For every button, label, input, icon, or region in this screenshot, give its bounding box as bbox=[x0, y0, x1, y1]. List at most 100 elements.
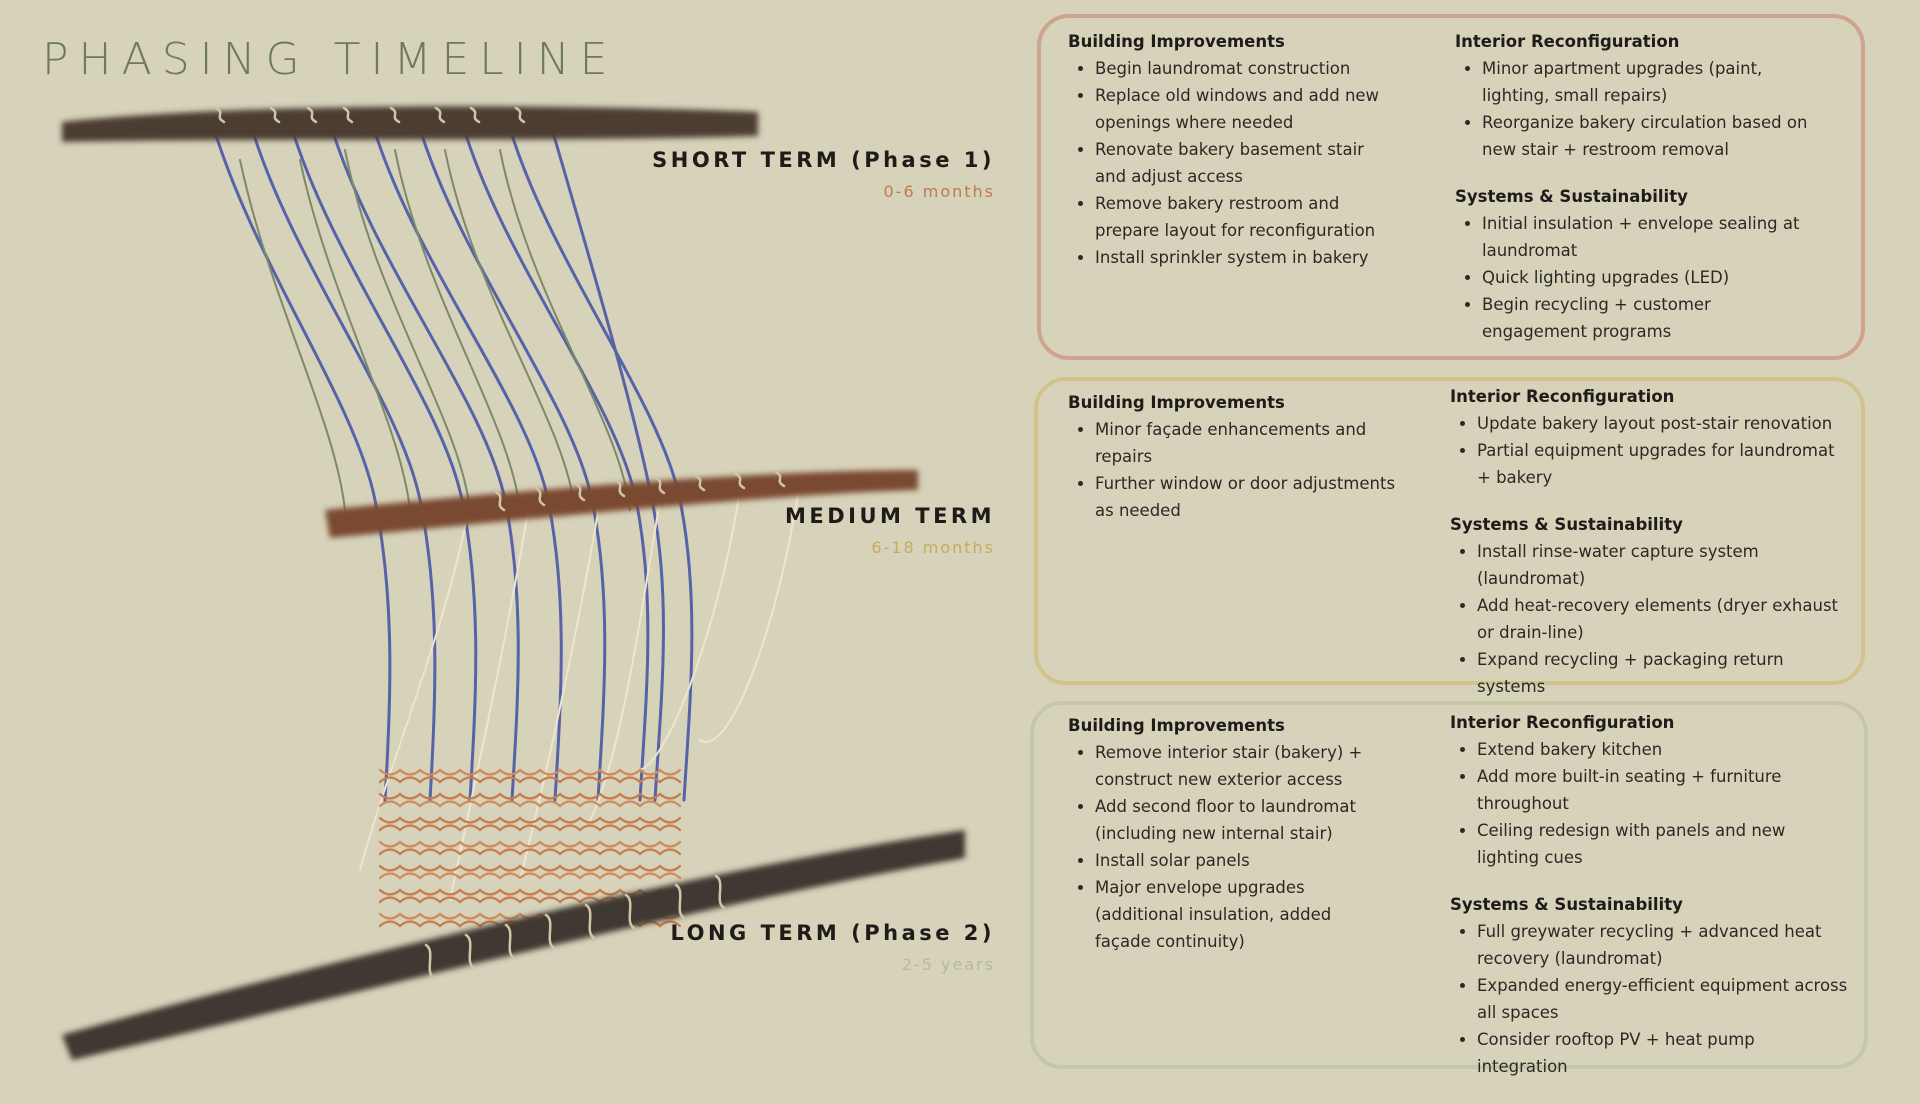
list-item: Install solar panels bbox=[1095, 847, 1388, 874]
thread-wrap bbox=[614, 478, 626, 498]
interior-systems-column: Interior Reconfiguration Minor apartment… bbox=[1455, 32, 1815, 369]
thread-wrap bbox=[694, 474, 706, 492]
list-item: Minor façade enhancements and repairs bbox=[1095, 416, 1398, 470]
list-item: Add more built-in seating + furniture th… bbox=[1477, 763, 1850, 817]
building-improvements-heading: Building Improvements bbox=[1068, 716, 1285, 735]
thread-wrap bbox=[584, 903, 596, 940]
weft-row bbox=[378, 792, 682, 800]
interior-reconfiguration-heading: Interior Reconfiguration bbox=[1450, 713, 1675, 732]
interior-reconfiguration-list: Update bakery layout post-stair renovati… bbox=[1450, 410, 1850, 491]
list-item: Consider rooftop PV + heat pump integrat… bbox=[1477, 1026, 1850, 1080]
warp-thread-blue bbox=[210, 120, 392, 802]
middle-dowel bbox=[325, 470, 918, 538]
list-item: Install rinse-water capture system (laun… bbox=[1477, 538, 1850, 592]
weft-row bbox=[378, 864, 682, 872]
warp-thread-green bbox=[444, 149, 576, 511]
list-item: Partial equipment upgrades for laundroma… bbox=[1477, 437, 1850, 491]
list-item: Initial insulation + envelope sealing at… bbox=[1482, 210, 1815, 264]
page-title: PHASING TIMELINE bbox=[42, 34, 618, 85]
thread-wrap bbox=[574, 482, 586, 502]
building-improvements-column: Building Improvements Minor façade enhan… bbox=[1068, 393, 1398, 548]
systems-sustainability-list: Initial insulation + envelope sealing at… bbox=[1455, 210, 1815, 345]
medium-term-card: Building Improvements Minor façade enhan… bbox=[1034, 377, 1865, 696]
thread-wrap bbox=[534, 486, 546, 507]
warp-thread-blue bbox=[328, 120, 520, 802]
thread-wrap bbox=[494, 490, 506, 512]
medium-term-name: MEDIUM TERM bbox=[785, 504, 995, 528]
short-term-label: SHORT TERM (Phase 1) 0-6 months bbox=[652, 148, 995, 201]
warp-thread-green bbox=[394, 149, 521, 511]
short-term-range: 0-6 months bbox=[883, 182, 995, 201]
warp-thread-cream bbox=[639, 489, 741, 771]
thread-wrap bbox=[774, 470, 786, 488]
systems-sustainability-heading: Systems & Sustainability bbox=[1455, 187, 1688, 206]
list-item: Remove interior stair (bakery) + constru… bbox=[1095, 739, 1388, 793]
thread-wrap bbox=[714, 874, 726, 910]
warp-thread-cream bbox=[359, 499, 471, 871]
bottom-dowel bbox=[62, 830, 965, 1060]
list-item: Expanded energy-efficient equipment acro… bbox=[1477, 972, 1850, 1026]
thread-wrap bbox=[424, 943, 436, 980]
weft-row bbox=[378, 776, 682, 784]
list-item: Remove bakery restroom and prepare layou… bbox=[1095, 190, 1398, 244]
list-item: Minor apartment upgrades (paint, lightin… bbox=[1482, 55, 1815, 109]
list-item: Further window or door adjustments as ne… bbox=[1095, 470, 1398, 524]
list-item: Ceiling redesign with panels and new lig… bbox=[1477, 817, 1850, 871]
thread-wrap bbox=[654, 476, 666, 495]
warp-thread-blue bbox=[460, 120, 650, 802]
list-item: Begin laundromat construction bbox=[1095, 55, 1398, 82]
thread-wrap bbox=[504, 923, 516, 960]
loom-illustration bbox=[62, 106, 965, 1060]
weft-row bbox=[378, 872, 682, 880]
thread-wrap bbox=[464, 933, 476, 970]
thread-wrap bbox=[469, 106, 481, 124]
long-term-card: Building Improvements Remove interior st… bbox=[1030, 701, 1868, 1076]
list-item: Expand recycling + packaging return syst… bbox=[1477, 646, 1850, 700]
list-item: Major envelope upgrades (additional insu… bbox=[1095, 874, 1388, 955]
thread-wrap bbox=[342, 106, 354, 124]
building-improvements-heading: Building Improvements bbox=[1068, 393, 1285, 412]
list-item: Install sprinkler system in bakery bbox=[1095, 244, 1398, 271]
warp-thread-green bbox=[299, 159, 411, 511]
building-improvements-column: Building Improvements Begin laundromat c… bbox=[1068, 32, 1398, 295]
top-dowel bbox=[62, 106, 758, 142]
building-improvements-list: Minor façade enhancements and repairs Fu… bbox=[1068, 416, 1398, 524]
weft-row bbox=[378, 848, 682, 856]
systems-sustainability-heading: Systems & Sustainability bbox=[1450, 515, 1683, 534]
thread-wrap bbox=[544, 913, 556, 950]
thread-wrap bbox=[389, 106, 401, 124]
list-item: Add second floor to laundromat (includin… bbox=[1095, 793, 1388, 847]
thread-wrap bbox=[214, 106, 226, 124]
list-item: Quick lighting upgrades (LED) bbox=[1482, 264, 1815, 291]
building-improvements-list: Begin laundromat construction Replace ol… bbox=[1068, 55, 1398, 271]
list-item: Replace old windows and add new openings… bbox=[1095, 82, 1398, 136]
systems-sustainability-heading: Systems & Sustainability bbox=[1450, 895, 1683, 914]
warp-thread-cream bbox=[519, 499, 601, 881]
long-term-label: LONG TERM (Phase 2) 2-5 years bbox=[670, 921, 995, 974]
weft-row bbox=[378, 824, 682, 832]
weft-row bbox=[378, 768, 682, 776]
warp-thread-blue bbox=[416, 120, 607, 802]
systems-sustainability-list: Install rinse-water capture system (laun… bbox=[1450, 538, 1850, 700]
interior-systems-column: Interior Reconfiguration Update bakery l… bbox=[1450, 387, 1850, 724]
weft-row bbox=[378, 840, 682, 848]
medium-term-label: MEDIUM TERM 6-18 months bbox=[785, 504, 995, 557]
medium-term-range: 6-18 months bbox=[871, 538, 995, 557]
thread-wrap bbox=[434, 106, 446, 124]
list-item: Reorganize bakery circulation based on n… bbox=[1482, 109, 1815, 163]
short-term-card: Building Improvements Begin laundromat c… bbox=[1037, 14, 1865, 360]
building-improvements-column: Building Improvements Remove interior st… bbox=[1068, 716, 1388, 979]
warp-thread-cream bbox=[699, 479, 801, 743]
long-term-name: LONG TERM (Phase 2) bbox=[670, 921, 995, 945]
interior-reconfiguration-list: Extend bakery kitchen Add more built-in … bbox=[1450, 736, 1850, 871]
warp-thread-green bbox=[344, 149, 471, 511]
list-item: Update bakery layout post-stair renovati… bbox=[1477, 410, 1850, 437]
thread-wrap bbox=[269, 106, 281, 124]
warp-thread-blue bbox=[288, 120, 478, 802]
warp-thread-green bbox=[239, 159, 346, 511]
long-term-range: 2-5 years bbox=[901, 955, 995, 974]
interior-systems-column: Interior Reconfiguration Extend bakery k… bbox=[1450, 713, 1850, 1104]
warp-thread-blue bbox=[248, 120, 437, 802]
short-term-name: SHORT TERM (Phase 1) bbox=[652, 148, 995, 172]
list-item: Extend bakery kitchen bbox=[1477, 736, 1850, 763]
